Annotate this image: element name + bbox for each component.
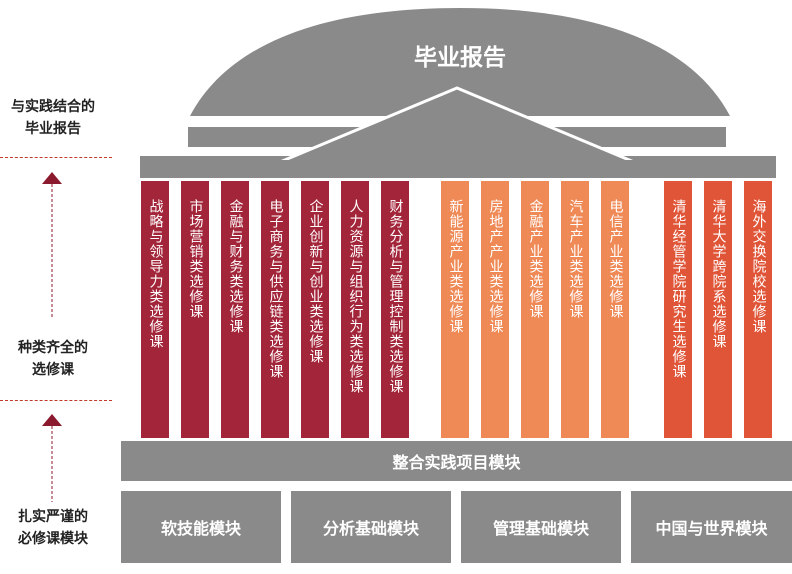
elective-column: 市场营销类选修课 xyxy=(181,181,209,438)
elective-column-label: 金融与财务类选修课 xyxy=(227,199,244,334)
base-module-management: 管理基础模块 xyxy=(461,491,621,563)
elective-column-label: 人力资源与组织行为类选修课 xyxy=(347,199,364,394)
elective-column: 战略与领导力类选修课 xyxy=(141,181,169,438)
roof-diagram xyxy=(140,8,776,178)
divider-top xyxy=(0,157,112,158)
base-module-soft-skills: 软技能模块 xyxy=(121,491,281,563)
arrow-up-icon xyxy=(42,414,62,502)
elective-column-label: 金融产业类选修课 xyxy=(527,199,544,319)
base-module-china-world: 中国与世界模块 xyxy=(631,491,792,563)
elective-column-label: 企业创新与创业类选修课 xyxy=(307,199,324,364)
elective-column-label: 海外交换院校选修课 xyxy=(750,199,767,334)
elective-column-label: 房地产产业类选修课 xyxy=(487,199,504,334)
elective-column-label: 汽车产业类选修课 xyxy=(567,199,584,319)
elective-column: 企业创新与创业类选修课 xyxy=(301,181,329,438)
elective-column-label: 电子商务与供应链类选修课 xyxy=(267,199,284,379)
elective-column: 房地产产业类选修课 xyxy=(481,181,509,438)
roof-title: 毕业报告 xyxy=(414,45,506,71)
elective-column: 电信产业类选修课 xyxy=(601,181,629,438)
elective-column: 人力资源与组织行为类选修课 xyxy=(341,181,369,438)
elective-column: 清华大学跨院系选修课 xyxy=(704,181,732,438)
label-required-modules: 扎实严谨的 必修课模块 xyxy=(18,509,88,547)
elective-column-label: 清华经管学院研究生选修课 xyxy=(670,199,687,379)
elective-column-label: 新能源产业类选修课 xyxy=(447,199,464,334)
elective-column-label: 市场营销类选修课 xyxy=(187,199,204,319)
base-module-analysis: 分析基础模块 xyxy=(291,491,451,563)
elective-column: 金融与财务类选修课 xyxy=(221,181,249,438)
elective-column: 海外交换院校选修课 xyxy=(744,181,772,438)
elective-column: 电子商务与供应链类选修课 xyxy=(261,181,289,438)
arrow-up-icon xyxy=(42,172,62,318)
label-graduation-report: 与实践结合的 毕业报告 xyxy=(11,99,95,137)
practice-module-bar: 整合实践项目模块 xyxy=(121,441,792,481)
elective-column: 金融产业类选修课 xyxy=(521,181,549,438)
divider-middle xyxy=(0,400,112,401)
elective-column: 财务分析与管理控制类选修课 xyxy=(381,181,409,438)
pediment-fill xyxy=(141,160,775,177)
elective-column: 汽车产业类选修课 xyxy=(561,181,589,438)
elective-column-label: 战略与领导力类选修课 xyxy=(147,199,164,349)
practice-module-label: 整合实践项目模块 xyxy=(392,453,521,472)
elective-column: 清华经管学院研究生选修课 xyxy=(664,181,692,438)
elective-column-label: 电信产业类选修课 xyxy=(607,199,624,319)
elective-column-label: 财务分析与管理控制类选修课 xyxy=(387,199,404,394)
dome-shape xyxy=(190,8,730,116)
elective-column-label: 清华大学跨院系选修课 xyxy=(710,199,727,349)
label-electives: 种类齐全的 选修课 xyxy=(18,340,88,378)
elective-column: 新能源产业类选修课 xyxy=(441,181,469,438)
